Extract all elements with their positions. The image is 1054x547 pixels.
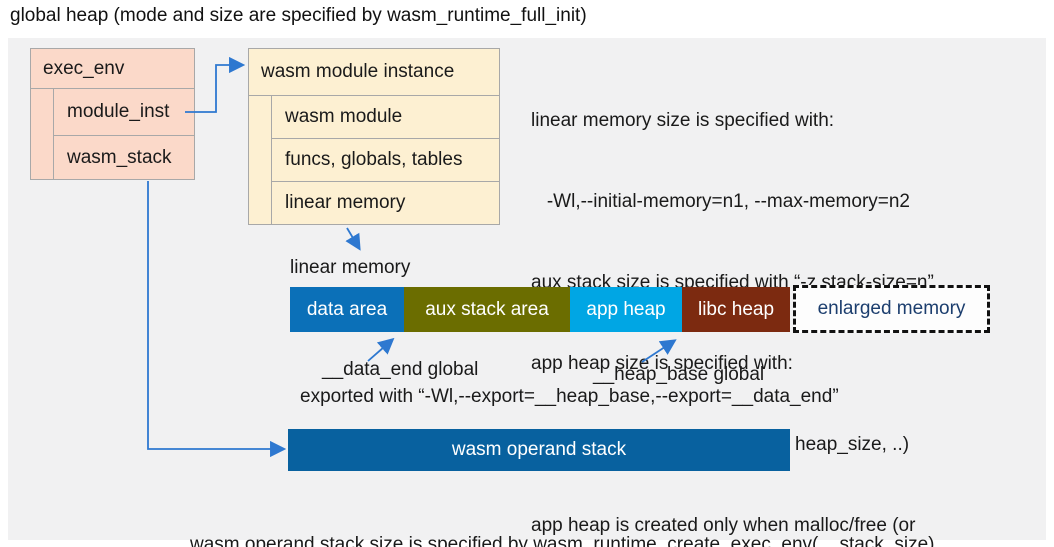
data-end-global-label: __data_end global xyxy=(322,359,479,380)
segment-data-area: data area xyxy=(290,287,404,332)
wasm-module-instance-box: wasm module instance wasm module funcs, … xyxy=(248,48,500,225)
notes-bottom: wasm operand stack size is specified by … xyxy=(190,477,935,547)
wasm-module-instance-rows: wasm module funcs, globals, tables linea… xyxy=(271,96,499,224)
instance-row-wasm-module: wasm module xyxy=(272,96,499,139)
exec-env-row-module-inst: module_inst xyxy=(54,89,194,136)
segment-libc-heap: libc heap xyxy=(682,287,790,332)
segment-enlarged-memory: enlarged memory xyxy=(793,285,990,333)
diagram-title: global heap (mode and size are specified… xyxy=(10,5,587,26)
exec-env-row-wasm-stack: wasm_stack xyxy=(67,147,172,168)
exec-env-rows: module_inst wasm_stack xyxy=(53,89,194,180)
note-line: app heap is created only when malloc/fre… xyxy=(531,515,916,536)
wasm-operand-stack-box: wasm operand stack xyxy=(288,429,790,471)
exec-env-box: exec_env module_inst wasm_stack xyxy=(30,48,195,180)
note-line: wasm operand stack size is specified by … xyxy=(190,534,935,547)
note-line: -Wl,--initial-memory=n1, --max-memory=n2 xyxy=(531,191,910,212)
note-line: app heap size is specified with: xyxy=(531,353,793,374)
heap-base-global-label: __heap_base global xyxy=(593,364,765,385)
segment-app-heap: app heap xyxy=(570,287,682,332)
note-line: linear memory size is specified with: xyxy=(531,110,835,131)
segment-aux-stack-area: aux stack area xyxy=(404,287,570,332)
wasm-module-instance-title: wasm module instance xyxy=(249,49,499,96)
linear-memory-label: linear memory xyxy=(290,257,411,278)
instance-row-funcs-globals-tables: funcs, globals, tables xyxy=(272,139,499,182)
instance-row-linear-memory: linear memory xyxy=(285,192,406,213)
exec-env-title: exec_env xyxy=(31,49,194,89)
exported-with-label: exported with “-Wl,--export=__heap_base,… xyxy=(300,386,839,407)
